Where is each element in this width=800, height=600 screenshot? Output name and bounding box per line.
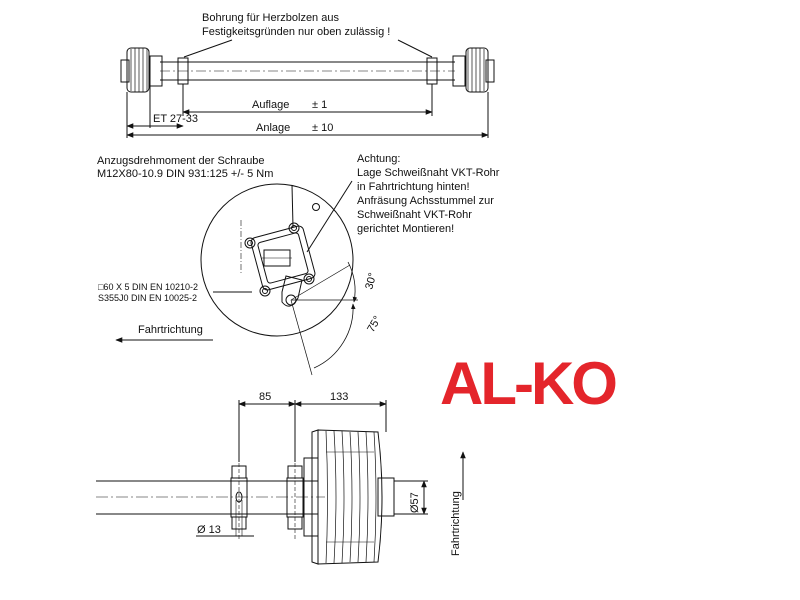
alko-logo: AL-KO [440,350,640,417]
warning-line6: gerichtet Montieren! [357,223,454,235]
axle-top-view [120,39,495,138]
note-kingpin-line2: Festigkeitsgründen nur oben zulässig ! [202,26,390,38]
direction-label-side: Fahrtrichtung [138,324,203,336]
dim-85: 85 [259,391,271,403]
material-spec-line1: □60 X 5 DIN EN 10210-2 [98,282,198,292]
warning-line2: Lage Schweißnaht VKT-Rohr [357,167,500,179]
dim-auflage-tolerance: ± 1 [312,99,327,111]
dim-anlage-tolerance: ± 10 [312,122,333,134]
dim-d13: Ø 13 [197,524,221,536]
hub-side-view [115,180,358,376]
warning-line4: Anfräsung Achsstummel zur [357,195,494,207]
dim-et-label: ET 27-33 [153,113,198,125]
dim-anlage-label: Anlage [256,122,290,134]
torque-note-line1: Anzugsdrehmoment der Schraube [97,155,265,167]
note-kingpin-line1: Bohrung für Herzbolzen aus [202,12,339,24]
direction-label-detail: Fahrtrichtung [450,491,462,556]
warning-line1: Achtung: [357,153,400,165]
warning-line5: Schweißnaht VKT-Rohr [357,209,472,221]
angle-30-label: 30° [363,272,379,291]
warning-line3: in Fahrtrichtung hinten! [357,181,470,193]
hub-detail-view [96,400,466,565]
dim-133: 133 [330,391,348,403]
material-spec-line2: S355J0 DIN EN 10025-2 [98,293,197,303]
torque-note-line2: M12X80-10.9 DIN 931:125 +/- 5 Nm [97,168,273,180]
dim-auflage-label: Auflage [252,99,289,111]
dim-d57: Ø57 [409,492,421,513]
logo-text: AL-KO [440,355,616,407]
angle-75-label: 75° [365,314,384,334]
